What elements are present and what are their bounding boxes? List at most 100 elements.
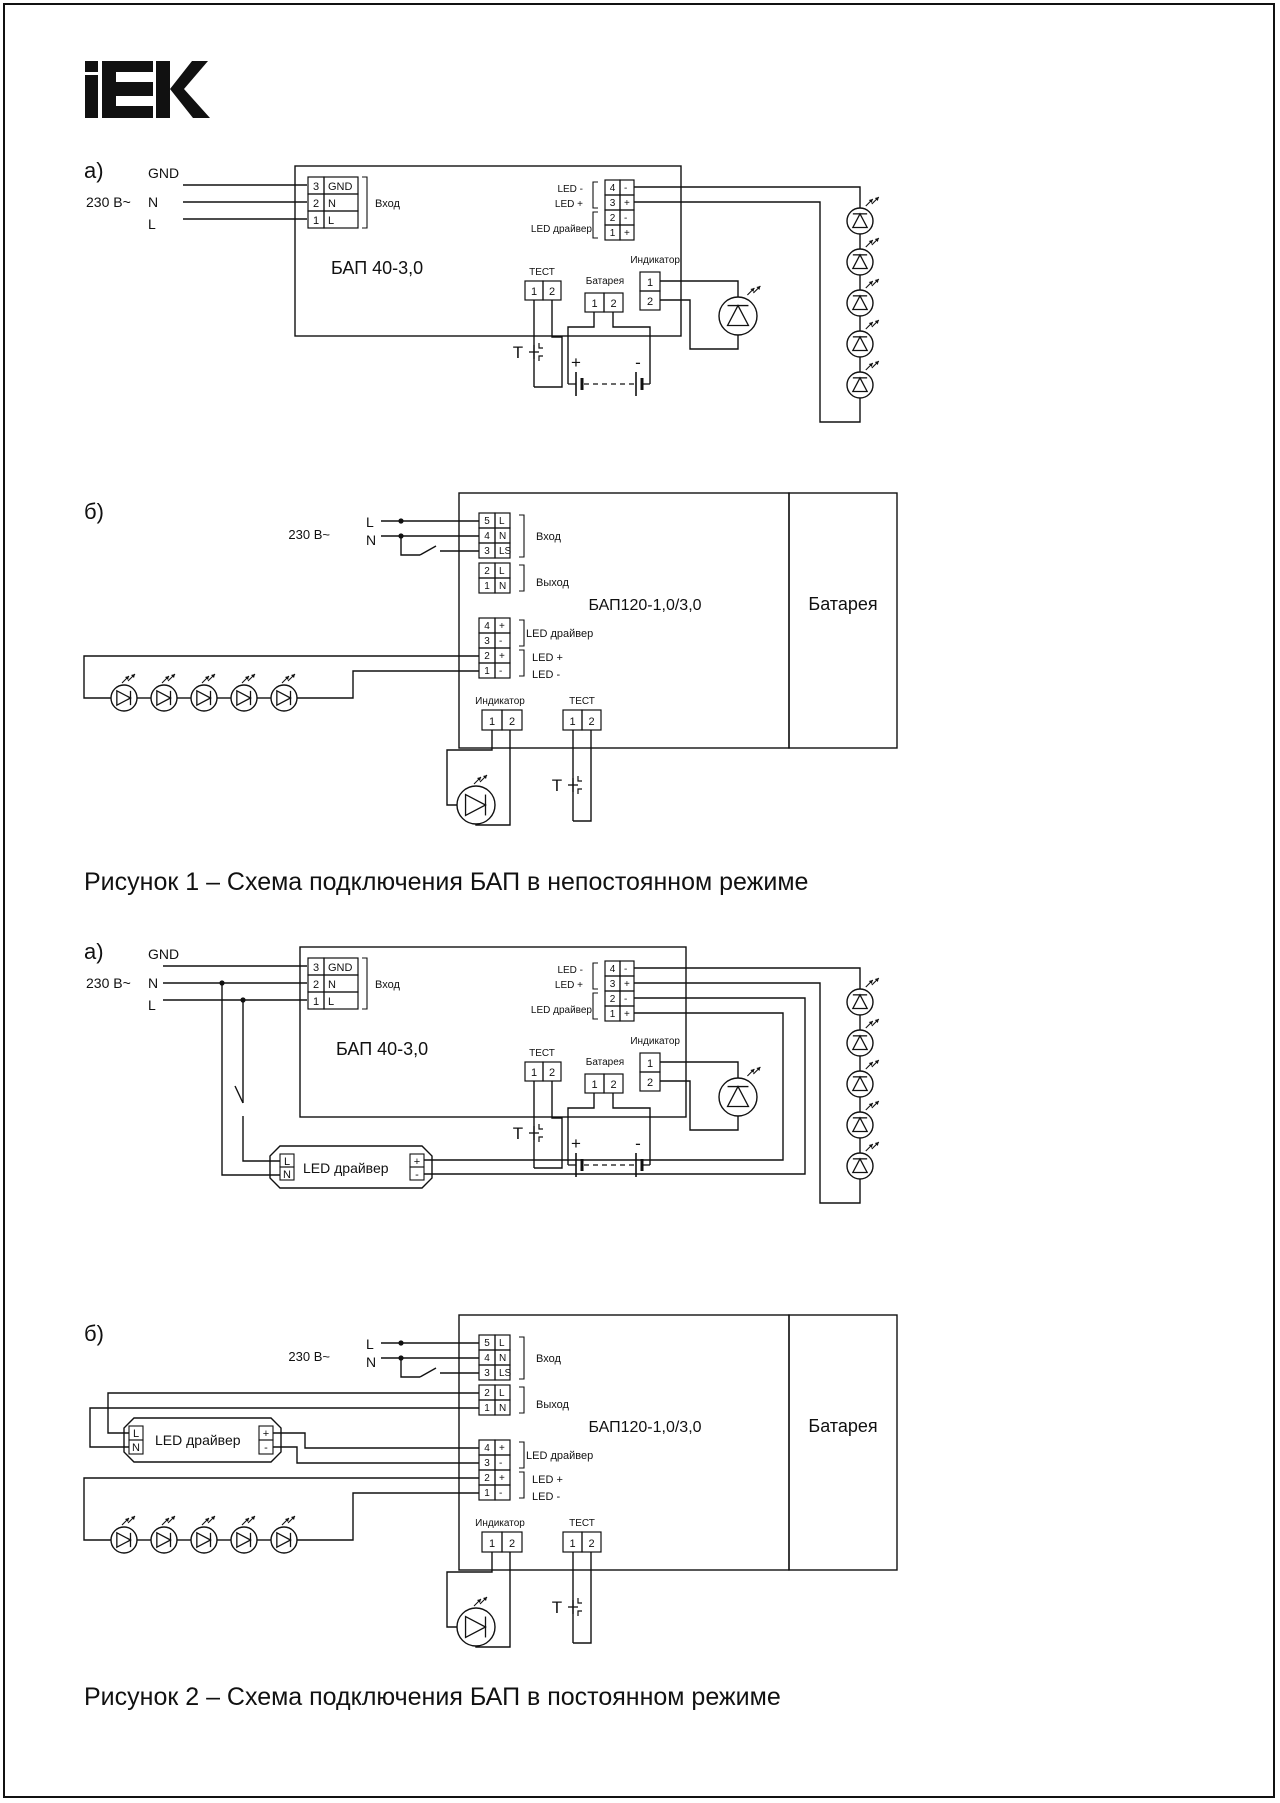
- led-triangle: [851, 335, 869, 352]
- bracket: [519, 1471, 525, 1499]
- pin-number: 2: [588, 716, 594, 728]
- driver-terminal-n: N: [132, 1442, 140, 1454]
- terminal-label: N: [499, 1353, 506, 1364]
- driver-terminal-n: N: [283, 1169, 291, 1181]
- led-plus-label: LED +: [532, 652, 563, 664]
- led-circle: [846, 1070, 874, 1098]
- led-icon: [846, 196, 880, 235]
- wire: [83, 1477, 479, 1541]
- led-triangle: [156, 1531, 172, 1549]
- pin-number: 1: [531, 286, 537, 298]
- terminal-label-cell: [494, 542, 511, 559]
- led-arrow-head: [750, 1069, 755, 1073]
- led-circle: [230, 1526, 258, 1554]
- terminal-label: +: [624, 198, 630, 209]
- led-arrow-head: [868, 1021, 873, 1025]
- terminal-label: GND: [328, 181, 353, 193]
- terminal-label: -: [499, 1458, 502, 1469]
- led-icon: [230, 1515, 258, 1554]
- led-circle: [846, 1029, 874, 1057]
- wire: [612, 312, 651, 384]
- led-circle: [846, 289, 874, 317]
- wire: [660, 299, 739, 350]
- led-triangle: [196, 689, 212, 707]
- bracket: [519, 1386, 525, 1414]
- led-triangle: [116, 1531, 132, 1549]
- terminal-number: 4: [484, 1443, 490, 1454]
- led-arrow-head: [245, 676, 249, 680]
- terminal-number: 4: [484, 621, 490, 632]
- terminal-label-cell: [494, 1364, 511, 1381]
- wire: [89, 1407, 479, 1448]
- led-arrow-head: [868, 199, 873, 203]
- junction-dot: [398, 518, 404, 524]
- led-icon: [190, 1515, 218, 1554]
- terminal-label: N: [328, 979, 336, 991]
- led-circle: [846, 371, 874, 399]
- terminal-number: 1: [484, 581, 490, 592]
- led-arrow-head: [245, 1518, 249, 1522]
- test-label: ТЕСТ: [529, 1048, 555, 1059]
- terminal-number: 4: [484, 1353, 490, 1364]
- led-arrow-head: [251, 674, 255, 678]
- led-circle: [846, 1111, 874, 1139]
- led-arrow-head: [131, 674, 135, 678]
- led-icon: [190, 673, 218, 712]
- led-arrow-head: [171, 674, 175, 678]
- driver-terminal-l: L: [284, 1156, 290, 1168]
- led-icon: [150, 1515, 178, 1554]
- led-arrow-head: [165, 1518, 169, 1522]
- wire: [446, 730, 493, 806]
- wire: [634, 201, 861, 423]
- bracket: [362, 176, 368, 229]
- terminal-label-cell: [494, 1484, 511, 1501]
- input-label: Вход: [536, 531, 561, 543]
- device-name: БАП 40-3,0: [331, 258, 423, 278]
- wire: [221, 983, 280, 1176]
- led-arrow-head: [874, 320, 879, 324]
- supply-voltage-label: 230 В~: [288, 527, 330, 542]
- led-triangle: [156, 689, 172, 707]
- pin-number: 2: [588, 1538, 594, 1550]
- terminal-number: 1: [484, 1403, 490, 1414]
- led-icon: [846, 1018, 880, 1057]
- driver-terminal-plus: +: [263, 1428, 269, 1440]
- terminal-number: 3: [484, 546, 490, 557]
- indicator-label: Индикатор: [630, 255, 680, 266]
- wire: [297, 670, 479, 699]
- led-arrow-head: [483, 1597, 487, 1601]
- indicator-label: Индикатор: [475, 696, 525, 707]
- led-arrow-head: [211, 1516, 215, 1520]
- pin-number: 2: [549, 1067, 555, 1079]
- logo-stroke: [85, 75, 98, 118]
- supply-voltage-label: 230 В~: [86, 975, 131, 991]
- led-arrow-head: [874, 1019, 879, 1023]
- terminal-number: 4: [610, 964, 616, 975]
- terminal-label-cell: [494, 1399, 511, 1416]
- led-circle: [110, 684, 138, 712]
- battery-symbol: +-: [568, 353, 650, 396]
- led-arrow-head: [211, 674, 215, 678]
- led-circle: [718, 1077, 758, 1117]
- led-arrow-head: [874, 361, 879, 365]
- pin-number: 2: [610, 298, 616, 310]
- test-button-label: T: [552, 1598, 562, 1617]
- terminal-label: +: [499, 651, 505, 662]
- terminal-label: N: [499, 581, 506, 592]
- bracket: [592, 211, 598, 239]
- terminal-number: 2: [610, 213, 616, 224]
- terminal-number: 1: [484, 1488, 490, 1499]
- terminal-label-cell: [323, 991, 359, 1010]
- led-arrow-head: [868, 1144, 873, 1148]
- line-n-label: N: [366, 1354, 376, 1370]
- switch-mark: [577, 1598, 582, 1604]
- led-circle: [846, 207, 874, 235]
- terminal-label: -: [624, 213, 627, 224]
- led-circle: [846, 330, 874, 358]
